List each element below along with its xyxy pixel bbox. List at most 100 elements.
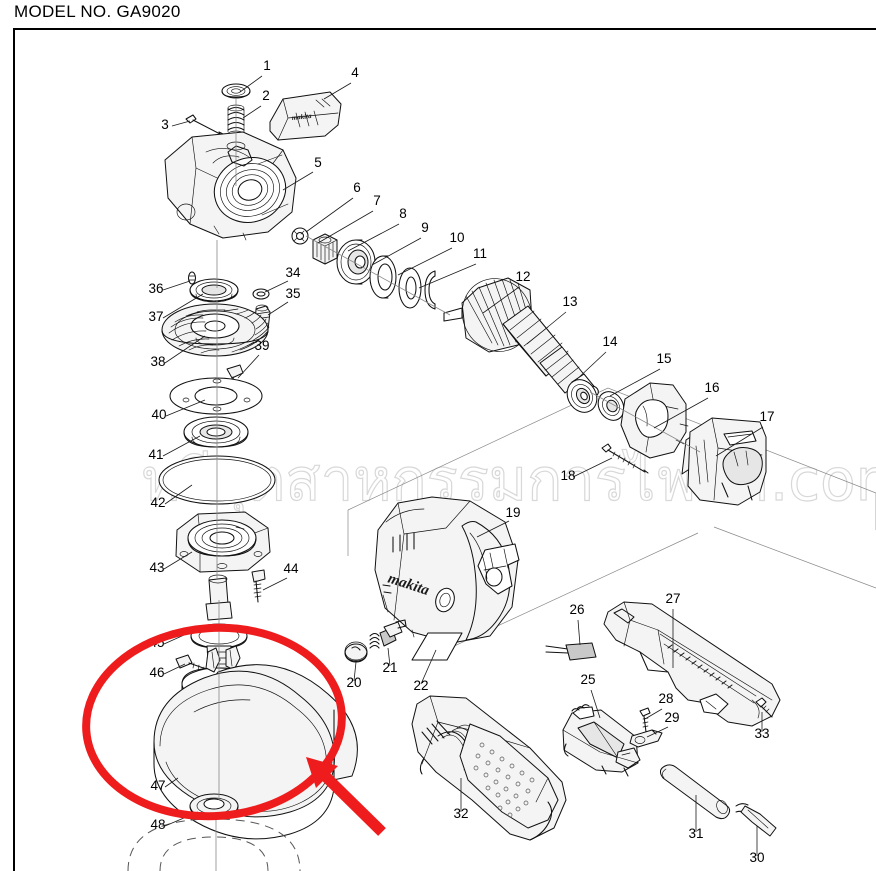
leader-line: [162, 280, 191, 291]
part-16-insulation-baffle: [620, 382, 689, 459]
callout-1-lock-nut-cap: 1: [239, 58, 271, 93]
callout-number: 16: [704, 380, 719, 395]
callout-9-bearing-washer: 9: [371, 220, 429, 266]
callout-26-noise-suppressor: 26: [569, 602, 585, 646]
part-8-ball-bearing-6202: [336, 239, 376, 285]
part-15-ball-bearing-6201: [597, 391, 625, 421]
callout-number: 25: [580, 672, 595, 687]
callout-27-handle-cover: 27: [665, 591, 681, 668]
callout-18-tapping-screw-long: 18: [560, 457, 613, 483]
part-5-gear-housing: [164, 131, 297, 241]
leader-line: [482, 286, 520, 314]
leader-line: [347, 223, 400, 252]
part-36-set-screw: [187, 271, 197, 285]
callout-number: 31: [688, 826, 703, 841]
callout-number: 29: [664, 710, 679, 725]
leader-line: [162, 293, 204, 319]
callout-number: 13: [562, 294, 577, 309]
leader-line: [165, 399, 206, 417]
callout-number: 40: [151, 407, 166, 422]
callout-number: 2: [262, 88, 270, 103]
callout-number: 46: [149, 665, 164, 680]
callout-number: 12: [515, 269, 530, 284]
callout-47-wheel-guard: 47: [150, 777, 179, 793]
part-44-flange-screw: [251, 569, 266, 603]
callout-46-guard-clamp-screw: 46: [149, 663, 186, 680]
callout-43-bearing-box: 43: [149, 551, 193, 575]
callout-12-armature-fan: 12: [482, 269, 531, 314]
part-12-13-armature-assembly: [443, 277, 599, 399]
callout-number: 43: [149, 560, 164, 575]
part-20-brush-holder-cap: [344, 641, 368, 663]
callout-36-set-screw: 36: [148, 280, 191, 296]
leader-line: [397, 247, 453, 276]
leader-line: [715, 426, 764, 457]
part-11-retaining-ring-r: [424, 270, 436, 310]
callout-16-insulation-baffle: 16: [653, 380, 720, 429]
callout-number: 32: [453, 806, 468, 821]
callout-42-rubber-gasket: 42: [150, 484, 193, 510]
leader-line: [164, 777, 179, 788]
callout-22-name-plate: 22: [413, 649, 437, 693]
callout-number: 47: [150, 778, 165, 793]
leader-line: [646, 726, 669, 738]
part-18-tapping-screw-long: [601, 443, 649, 474]
part-33-handle-screw: [755, 697, 773, 718]
part-14-rubber-ring-bearing: [566, 379, 598, 413]
part-29-switch-lever-plate: [629, 729, 663, 748]
part-22-name-plate: [411, 632, 463, 661]
callout-number: 19: [505, 505, 520, 520]
leader-line: [371, 237, 422, 266]
leader-line: [239, 75, 263, 93]
part-28-tapping-screw-short: [639, 707, 651, 733]
leader-line: [163, 551, 193, 570]
callout-40-bearing-retainer: 40: [151, 399, 206, 422]
assembly-axis-lines: [215, 98, 701, 871]
page-title: MODEL NO. GA9020: [14, 2, 181, 21]
part-4-gear-housing-cover: makita: [269, 91, 342, 141]
callout-number: 20: [346, 675, 361, 690]
callout-number: 44: [283, 561, 299, 576]
part-41-ball-bearing-6203: [183, 416, 249, 448]
part-30-power-cord: [735, 803, 777, 837]
callout-6-retaining-ring-small: 6: [305, 180, 361, 233]
callout-number: 6: [353, 180, 361, 195]
callout-number: 36: [148, 281, 163, 296]
leader-line: [163, 663, 186, 675]
leader-line: [476, 520, 510, 538]
callout-number: 27: [665, 591, 680, 606]
callout-number: 17: [759, 409, 774, 424]
leader-line: [164, 335, 206, 364]
callout-19-motor-housing: 19: [476, 505, 521, 538]
callout-2-compression-spring: 2: [242, 88, 270, 119]
callout-34-o-ring: 34: [264, 265, 301, 293]
callout-number: 10: [449, 230, 464, 245]
part-6-retaining-ring-small: [291, 227, 309, 245]
leader-line: [653, 397, 709, 429]
callout-10-flat-washer: 10: [397, 230, 465, 276]
svg-text:makita: makita: [291, 112, 312, 122]
leader-line: [305, 197, 354, 233]
callout-number: 22: [413, 678, 428, 693]
part-10-flat-washer: [398, 267, 422, 309]
leader-line: [577, 619, 581, 646]
part-9-bearing-washer: [369, 255, 397, 299]
callout-31-cord-sleeve: 31: [688, 795, 704, 841]
part-43-bearing-box: [175, 511, 271, 573]
part-26-noise-suppressor: [545, 642, 597, 661]
callout-20-brush-holder-cap: 20: [346, 661, 362, 690]
callout-number: 26: [569, 602, 584, 617]
callout-number: 21: [382, 660, 397, 675]
callout-11-retaining-ring-r: 11: [418, 246, 487, 289]
leader-line: [590, 689, 601, 719]
leader-line: [420, 649, 437, 685]
leader-line: [526, 311, 567, 345]
callout-14-rubber-ring-bearing: 14: [574, 334, 618, 382]
leader-line: [242, 105, 262, 119]
callout-number: 39: [254, 338, 269, 353]
callout-number: 41: [148, 447, 163, 462]
callout-number: 7: [373, 193, 381, 208]
callout-number: 38: [150, 354, 165, 369]
